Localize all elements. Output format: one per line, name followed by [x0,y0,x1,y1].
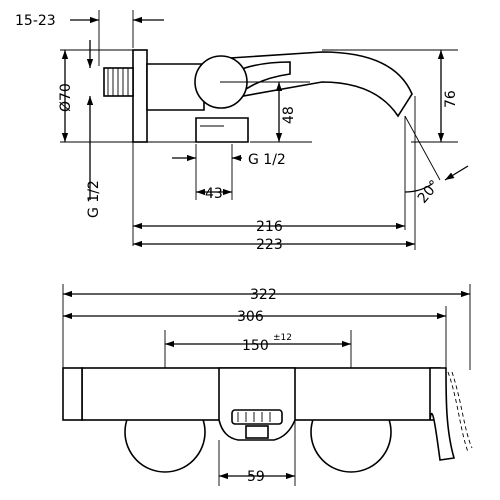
dim-59-label: 59 [247,469,265,485]
diverter-knob [231,409,283,425]
angle-label: 20° [415,177,443,206]
dim-150-label: 150 [242,338,269,354]
dim-306-label: 306 [237,309,264,325]
thread-left-label: G 1/2 [86,180,102,218]
dim-150-tolerance: ±12 [273,333,292,343]
side-view: 15-23 Ø70 G 1/2 48 76 G 1/2 43 20° 216 2… [15,10,469,253]
dim-43-label: 43 [205,186,223,202]
angle-arrow [444,165,469,181]
end-cap [62,367,83,421]
wall-plate [132,49,148,143]
thread-right-label: G 1/2 [248,152,286,168]
angle-arc [404,183,433,193]
dim-76-label: 76 [443,90,459,108]
lever-front [429,367,456,461]
front-view: 322 306 150 ±12 59 [62,284,473,486]
dim-48-label: 48 [281,106,297,124]
mixer-body [146,63,205,111]
dim-216-label: 216 [256,219,283,235]
dim-diameter-label: Ø70 [58,83,74,112]
dim-223-label: 223 [256,237,283,253]
dim-322-label: 322 [250,287,277,303]
aerator [245,425,269,439]
dim-15-23-label: 15-23 [15,13,56,29]
outlet-block [195,117,249,143]
